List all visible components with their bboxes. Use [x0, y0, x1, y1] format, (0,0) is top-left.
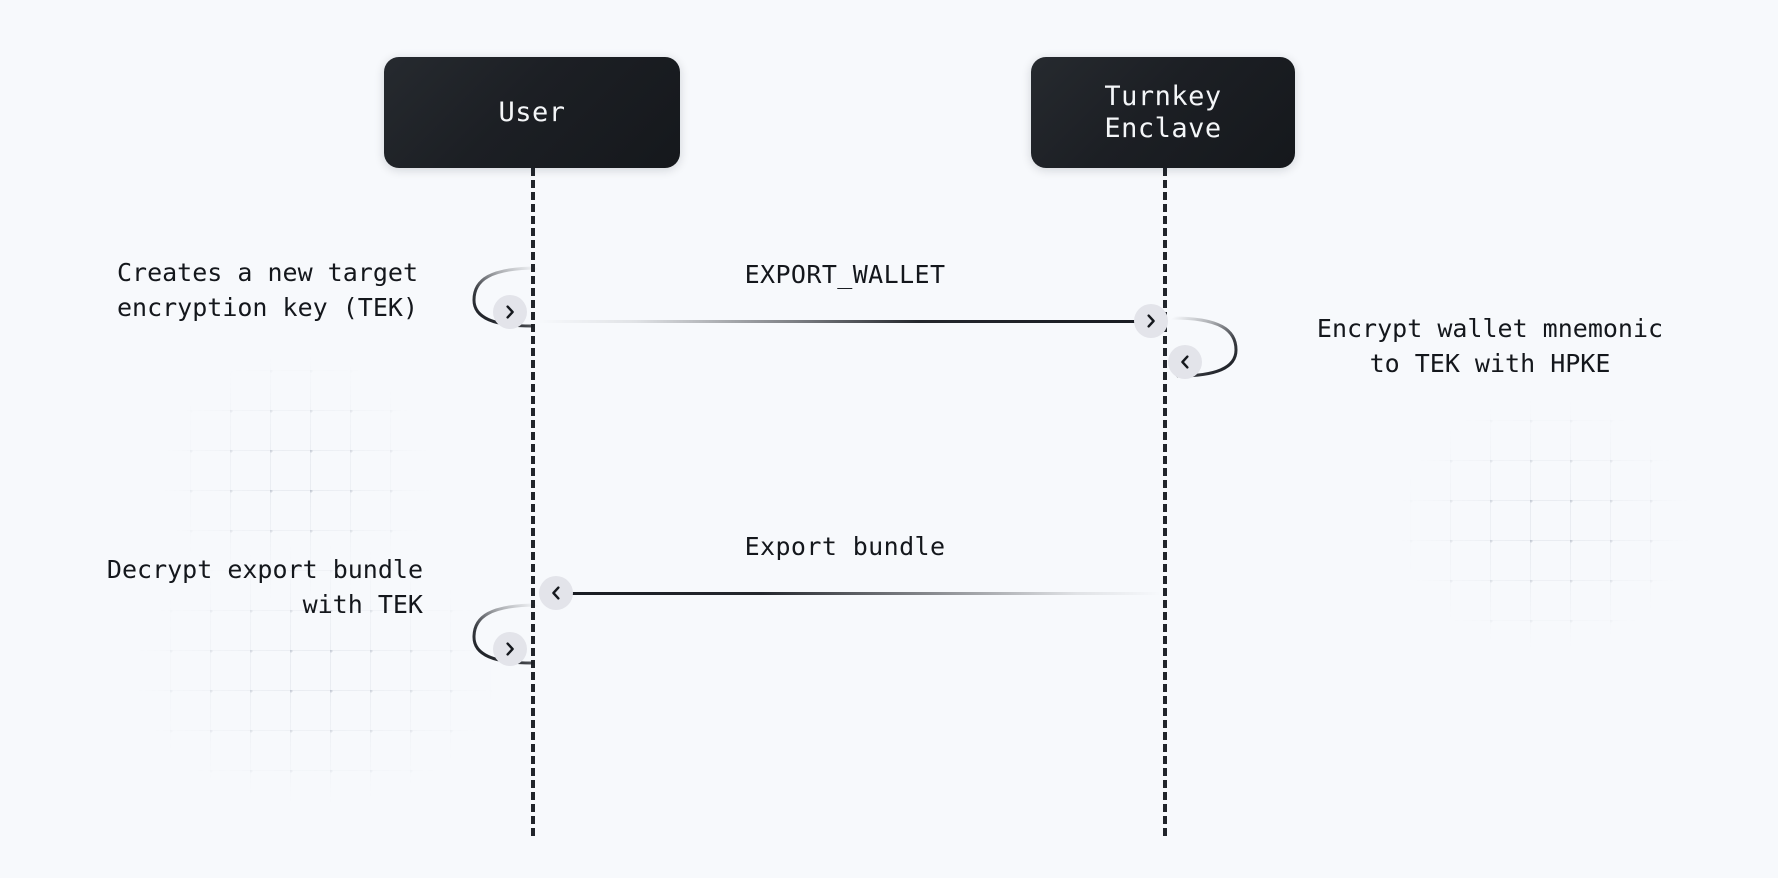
note-decrypt-bundle-line2: with TEK [302, 589, 423, 619]
lifeline-user [531, 168, 535, 836]
note-create-tek-line2: encryption key (TEK) [116, 292, 418, 322]
actor-label-enclave: Turnkey Enclave [1104, 81, 1221, 144]
chevron-left-icon [539, 576, 573, 610]
note-decrypt-bundle-line1: Decrypt export bundle [106, 555, 423, 584]
self-loop-enclave-encrypt [1170, 316, 1238, 378]
message-arrow-line-export-bundle [556, 592, 1161, 595]
note-encrypt-mnemonic-line2: to TEK with HPKE [1369, 348, 1611, 378]
actor-box-enclave[interactable]: Turnkey Enclave [1031, 57, 1295, 168]
actor-label-enclave-line2: Enclave [1104, 112, 1222, 144]
note-create-tek-line1: Creates a new target [116, 258, 418, 287]
chevron-left-icon [1168, 345, 1202, 379]
note-decrypt-bundle: Decrypt export bundle with TEK [38, 553, 423, 622]
message-label-export-wallet: EXPORT_WALLET [744, 260, 946, 289]
background-dot-grid-right [1370, 380, 1720, 680]
note-create-tek: Creates a new target encryption key (TEK… [48, 256, 418, 325]
note-encrypt-mnemonic: Encrypt wallet mnemonic to TEK with HPKE [1290, 312, 1690, 381]
chevron-right-icon [1134, 304, 1168, 338]
chevron-right-icon [493, 295, 527, 329]
lifeline-enclave [1163, 168, 1167, 836]
message-arrow-line-export-wallet [537, 320, 1152, 323]
actor-box-user[interactable]: User [384, 57, 680, 168]
actor-label-user: User [498, 96, 566, 128]
chevron-right-icon [493, 632, 527, 666]
message-label-export-bundle: Export bundle [744, 532, 946, 561]
note-encrypt-mnemonic-line1: Encrypt wallet mnemonic [1316, 314, 1664, 343]
actor-label-enclave-line1: Turnkey [1104, 80, 1222, 112]
